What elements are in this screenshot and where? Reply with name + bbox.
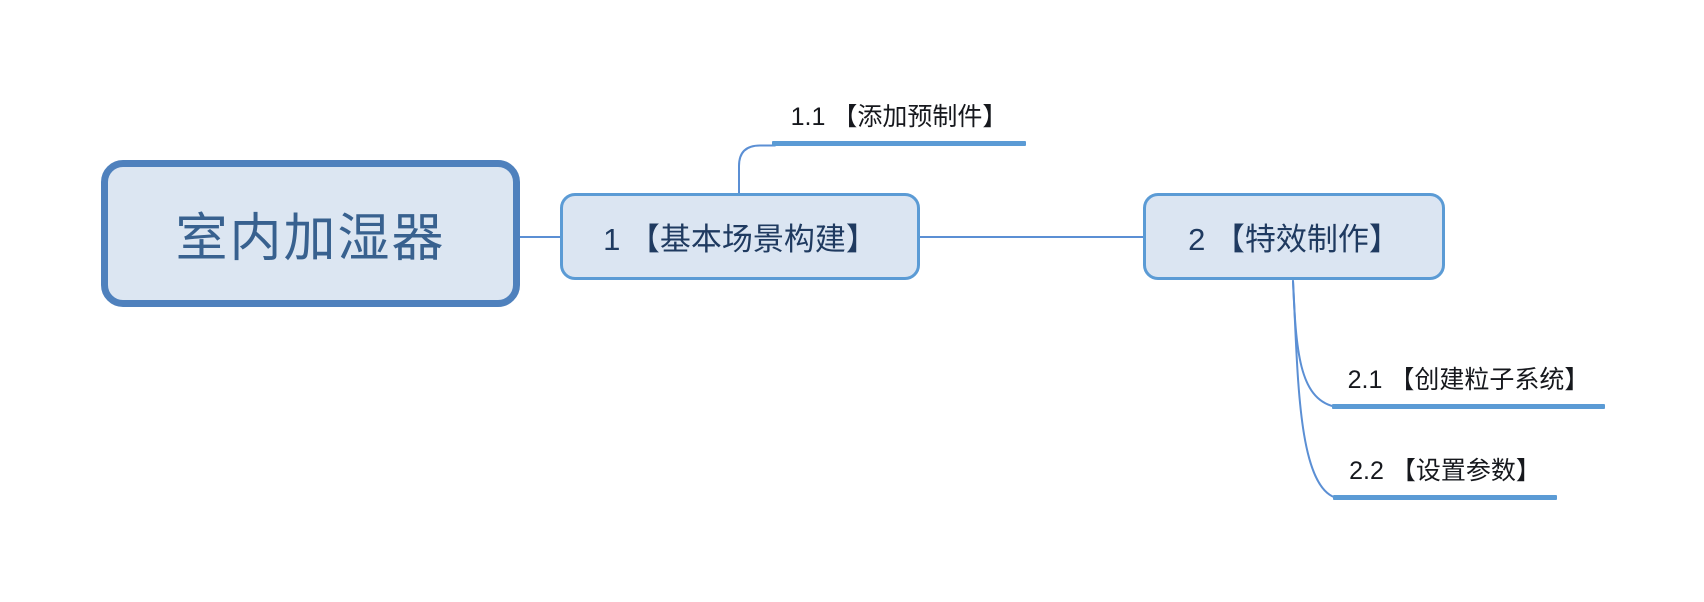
- topic-node-1[interactable]: 1 【基本场景构建】: [560, 193, 920, 280]
- subtopic-node-1-1[interactable]: 1.1 【添加预制件】: [772, 100, 1026, 146]
- root-topic-label: 室内加湿器: [175, 210, 446, 268]
- connector-topic1-to-subtopic-1-1: [738, 144, 776, 194]
- subtopic-2-2-label: 2.2 【设置参数】: [1349, 457, 1541, 485]
- root-topic-node[interactable]: 室内加湿器: [101, 160, 520, 307]
- subtopic-2-1-underline: [1332, 404, 1605, 409]
- topic-node-2[interactable]: 2 【特效制作】: [1143, 193, 1445, 280]
- subtopic-node-2-1[interactable]: 2.1 【创建粒子系统】: [1332, 363, 1605, 409]
- subtopic-2-1-label: 2.1 【创建粒子系统】: [1347, 366, 1590, 394]
- topic-1-label: 1 【基本场景构建】: [603, 222, 877, 257]
- connector-topic2-to-subtopic-2-2: [1292, 280, 1336, 499]
- subtopic-node-2-2[interactable]: 2.2 【设置参数】: [1333, 454, 1557, 500]
- subtopic-2-2-underline: [1333, 495, 1557, 500]
- subtopic-1-1-underline: [772, 141, 1026, 146]
- subtopic-1-1-label: 1.1 【添加预制件】: [790, 103, 1008, 131]
- topic-2-label: 2 【特效制作】: [1188, 222, 1400, 257]
